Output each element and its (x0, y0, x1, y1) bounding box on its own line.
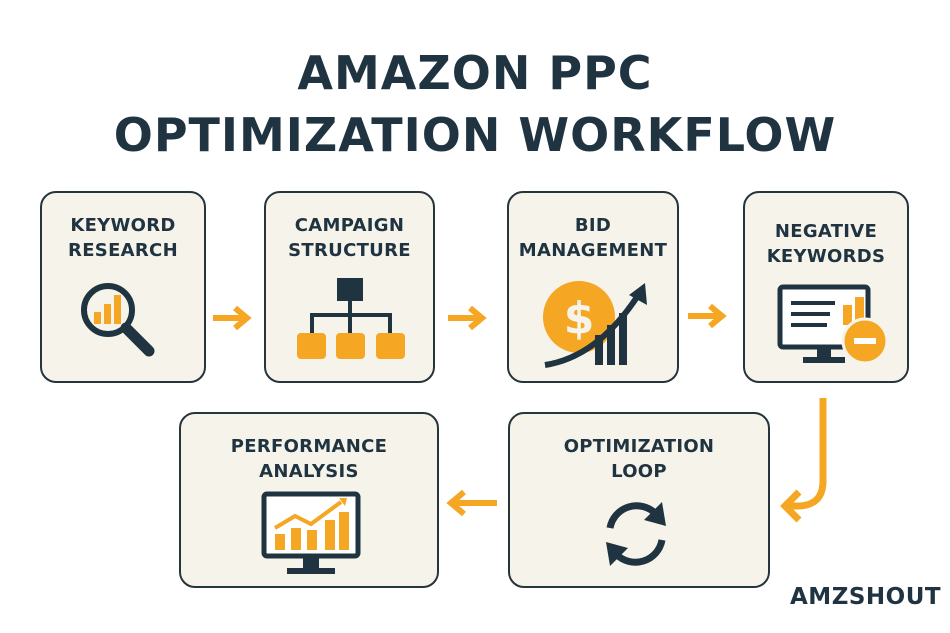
step-label-line-1: NEGATIVE (774, 221, 878, 242)
step-label: BID MANAGEMENT (509, 213, 677, 263)
hierarchy-icon (297, 278, 405, 359)
step-label-line-2: KEYWORDS (766, 246, 886, 267)
step-label-line-1: CAMPAIGN (294, 215, 405, 236)
step-label-line-1: OPTIMIZATION (563, 436, 715, 457)
title-line-1: AMAZON PPC (297, 46, 653, 100)
arrow-left-icon (446, 489, 497, 517)
svg-text:$: $ (564, 293, 595, 344)
step-campaign-structure: CAMPAIGN STRUCTURE (264, 191, 435, 383)
arrow-right-icon (213, 305, 252, 331)
arrow-right-icon (448, 305, 487, 331)
step-label-line-2: ANALYSIS (259, 461, 359, 482)
title-line-2: OPTIMIZATION WORKFLOW (113, 108, 837, 162)
monitor-chart-icon (261, 491, 361, 574)
magnifier-chart-icon (81, 283, 155, 357)
step-label: OPTIMIZATION LOOP (510, 434, 768, 484)
step-label-line-2: MANAGEMENT (518, 240, 668, 261)
step-label-line-1: PERFORMANCE (230, 436, 388, 457)
step-label: KEYWORD RESEARCH (42, 213, 204, 263)
step-keyword-research: KEYWORD RESEARCH (40, 191, 206, 383)
step-label-line-2: RESEARCH (68, 240, 178, 261)
step-label: CAMPAIGN STRUCTURE (266, 213, 433, 263)
step-label-line-1: KEYWORD (70, 215, 176, 236)
curved-arrow-icon (780, 398, 827, 523)
step-performance-analysis: PERFORMANCE ANALYSIS (179, 412, 439, 588)
step-label-line-1: BID (574, 215, 612, 236)
dollar-growth-icon: $ (543, 281, 647, 368)
refresh-cycle-icon (606, 502, 666, 566)
brand-logo: AMZSHOUT (790, 584, 942, 610)
step-label: NEGATIVE KEYWORDS (745, 219, 907, 269)
step-label-line-2: LOOP (611, 461, 667, 482)
step-bid-management: BID MANAGEMENT $ (507, 191, 679, 383)
arrow-right-icon (688, 303, 727, 329)
step-label-line-2: STRUCTURE (288, 240, 411, 261)
step-negative-keywords: NEGATIVE KEYWORDS (743, 191, 909, 383)
step-optimization-loop: OPTIMIZATION LOOP (508, 412, 770, 588)
step-label: PERFORMANCE ANALYSIS (181, 434, 437, 484)
monitor-minus-icon (777, 284, 889, 365)
